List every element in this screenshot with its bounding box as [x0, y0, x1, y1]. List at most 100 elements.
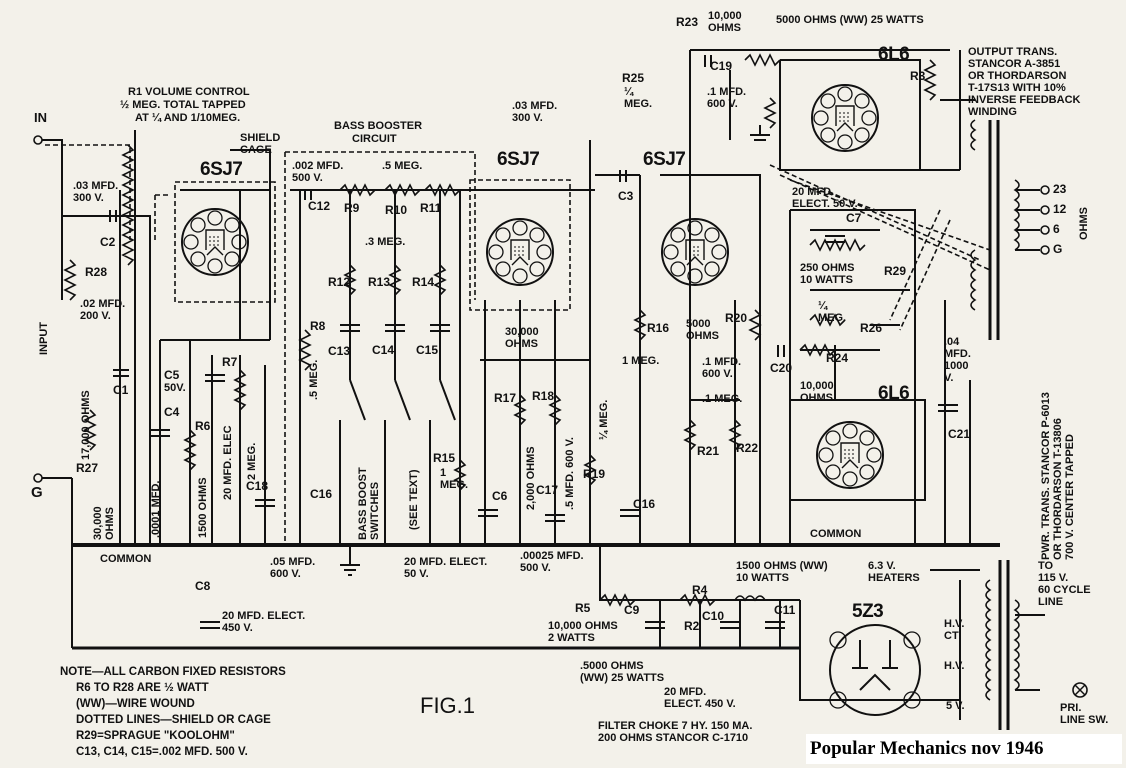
r18-value: 30,000 OHMS [505, 326, 539, 350]
ref-r18: R18 [532, 389, 555, 403]
ref-r19: R19 [583, 467, 606, 481]
output-transformer-label: OUTPUT TRANS. STANCOR A-3851 OR THORDARS… [968, 46, 1081, 118]
ref-c21: C21 [948, 427, 971, 441]
c12-value: .002 MFD. 500 V. [292, 160, 344, 184]
r23-value: 10,000 OHMS [708, 10, 742, 34]
c2-value: .03 MFD. 300 V. [73, 180, 119, 204]
ref-c16-left: C16 [310, 487, 333, 501]
ref-r16: R16 [647, 321, 670, 335]
r24-value: 10,000 OHMS [800, 380, 834, 404]
r5-value: 10,000 OHMS 2 WATTS [548, 620, 618, 644]
power-transformer-label: PWR. TRANS. STANCOR P-6013 OR THORDARSON… [1040, 392, 1076, 560]
tap-g-label: G [1053, 242, 1063, 256]
common-label-left: COMMON [100, 553, 152, 565]
r29-value: 250 OHMS 10 WATTS [800, 262, 855, 286]
r15-value: 1 MEG. [440, 467, 469, 491]
ref-r12: R12 [328, 275, 351, 289]
c5-value: 20 MFD. ELEC [222, 425, 234, 500]
r-30k-value: 30,000 OHMS [92, 506, 116, 540]
tube-label-6sj7-3: 6SJ7 [643, 149, 686, 170]
c7-value: 20 MFD. ELECT. 50 V. [792, 186, 858, 210]
ref-r23: R23 [676, 15, 699, 29]
c5-voltage: 50V. [164, 382, 186, 394]
ref-c12: C12 [308, 199, 331, 213]
source-credit: Popular Mechanics nov 1946 [806, 734, 1122, 764]
r6-value: 1500 OHMS [197, 477, 209, 538]
ref-r13: R13 [368, 275, 391, 289]
line-voltage-label: TO 115 V. 60 CYCLE LINE [1038, 560, 1091, 608]
ref-c17: C17 [536, 483, 559, 497]
ref-c13: C13 [328, 344, 351, 358]
c20-value: .1 MFD. 600 V. [702, 356, 742, 380]
ref-r15: R15 [433, 451, 456, 465]
ref-r7: R7 [222, 355, 238, 369]
ref-r17: R17 [494, 391, 517, 405]
input-label: INPUT [38, 322, 50, 355]
ref-c19: C19 [710, 59, 733, 73]
ref-r11: R11 [420, 201, 442, 215]
c3-value: .03 MFD. 300 V. [512, 100, 558, 124]
tube-label-6sj7-1: 6SJ7 [200, 159, 243, 180]
r10-value: .5 MEG. [382, 160, 423, 172]
r19-value: ¼ MEG. [598, 399, 610, 440]
ref-c5: C5 [164, 368, 180, 382]
ref-c6: C6 [492, 489, 508, 503]
tap-23-label: 23 [1053, 182, 1067, 196]
ref-r4: R4 [692, 583, 708, 597]
tap-6-label: 6 [1053, 222, 1060, 236]
ref-c16-right: C16 [633, 497, 656, 511]
ref-r27: R27 [76, 461, 99, 475]
ref-c1: C1 [113, 383, 129, 397]
c9-value: 20 MFD. ELECT. 450 V. [664, 686, 736, 710]
ref-r24: R24 [826, 351, 849, 365]
r4-value: 1500 OHMS (WW) 10 WATTS [736, 560, 828, 584]
ref-c15: C15 [416, 343, 439, 357]
tube-label-5z3: 5Z3 [852, 601, 884, 622]
ref-r22: R22 [736, 441, 759, 455]
c21-value: .04 MFD. 1000 V. [944, 336, 971, 384]
ref-c3: C3 [618, 189, 634, 203]
c8-value: 20 MFD. ELECT. 450 V. [222, 610, 306, 634]
input-in-label: IN [34, 110, 47, 125]
c16-value: .00025 MFD. 500 V. [520, 550, 584, 574]
c17-value: .5 MFD. 600 V. [564, 437, 576, 510]
c6-value: 20 MFD. ELECT. 50 V. [404, 556, 488, 580]
ref-c2: C2 [100, 235, 116, 249]
volume-control-label: R1 VOLUME CONTROL [128, 86, 250, 98]
ref-c7: C7 [846, 211, 862, 225]
r3-wattage: 5000 OHMS (WW) 25 WATTS [776, 14, 924, 26]
ref-c4: C4 [164, 405, 180, 419]
r27-value: 17,000 OHMS [80, 390, 92, 460]
r21-value: .1 MEG. [702, 393, 743, 405]
bass-boost-switches-label: BASS BOOST SWITCHES [357, 467, 381, 540]
r8-value: .5 MEG. [308, 359, 320, 400]
ref-c10: C10 [702, 609, 725, 623]
ref-r6: R6 [195, 419, 211, 433]
ref-r26: R26 [860, 321, 883, 335]
filter-choke-label: FILTER CHOKE 7 HY. 150 MA. 200 OHMS STAN… [598, 720, 753, 744]
r17-value: 2,000 OHMS [525, 446, 537, 510]
ref-r2: R2 [684, 619, 700, 633]
ref-r3: R3 [910, 69, 926, 83]
ref-r21: R21 [697, 444, 720, 458]
r26-value: ¼ MEG. [818, 300, 847, 324]
heaters-label: 6.3 V. HEATERS [868, 560, 920, 584]
input-ground-label: G [31, 484, 43, 501]
see-text-label: (SEE TEXT) [408, 469, 420, 530]
ref-c11: C11 [774, 603, 796, 617]
figure-label: FIG.1 [420, 693, 476, 718]
tube-label-6sj7-2: 6SJ7 [497, 149, 540, 170]
volume-control-value: ½ MEG. TOTAL TAPPED [120, 99, 246, 111]
ref-r8: R8 [310, 319, 326, 333]
c19-value: .1 MFD. 600 V. [707, 86, 747, 110]
r20-value: 5000 OHMS [686, 318, 719, 342]
ref-c20: C20 [770, 361, 793, 375]
c28-value: .02 MFD. 200 V. [80, 298, 126, 322]
volume-control-taps: AT ¼ AND 1/10MEG. [135, 112, 241, 124]
tube-label-6l6-bottom: 6L6 [878, 383, 910, 404]
r12-value: .3 MEG. [365, 236, 406, 248]
c18-value: .05 MFD. 600 V. [270, 556, 316, 580]
ref-r14: R14 [412, 275, 435, 289]
bass-booster-label: BASS BOOSTER [334, 120, 423, 132]
ref-r20: R20 [725, 311, 748, 325]
